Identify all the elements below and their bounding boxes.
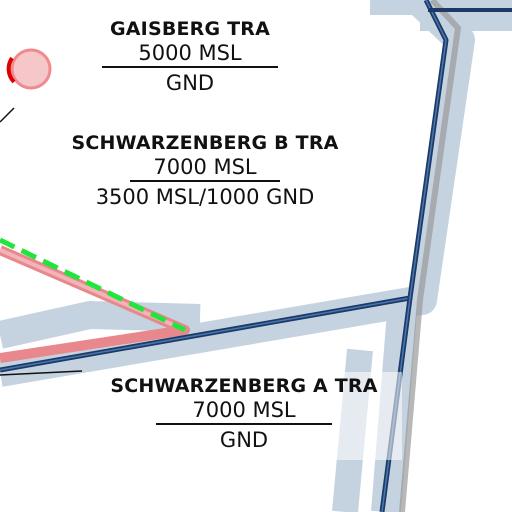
airspace-label-schwarzenberg-a[interactable]: SCHWARZENBERG A TRA 7000 MSL GND: [86, 372, 402, 460]
upper-limit: 7000 MSL: [192, 398, 296, 422]
lower-limit: GND: [219, 428, 269, 452]
airspace-label-gaisberg[interactable]: GAISBERG TRA 5000 MSL GND: [90, 20, 290, 94]
lower-limit: 3500 MSL/1000 GND: [95, 185, 315, 209]
limit-divider: [130, 180, 280, 182]
route-green-dashed: [0, 237, 187, 333]
airspace-name: SCHWARZENBERG A TRA: [110, 375, 378, 397]
limit-divider: [156, 423, 332, 425]
label-backdrop: [86, 372, 402, 460]
airspace-name: GAISBERG TRA: [109, 18, 271, 40]
navaid-marker[interactable]: [6, 48, 52, 90]
airspace-name: SCHWARZENBERG B TRA: [71, 132, 339, 154]
lower-limit: GND: [165, 71, 215, 95]
upper-limit: 7000 MSL: [153, 155, 257, 179]
leader-line: [0, 107, 15, 123]
upper-limit: 5000 MSL: [138, 41, 242, 65]
limit-divider: [102, 66, 278, 68]
boundary-shadow: [399, 0, 462, 512]
airspace-label-schwarzenberg-b[interactable]: SCHWARZENBERG B TRA 7000 MSL 3500 MSL/10…: [40, 134, 370, 208]
